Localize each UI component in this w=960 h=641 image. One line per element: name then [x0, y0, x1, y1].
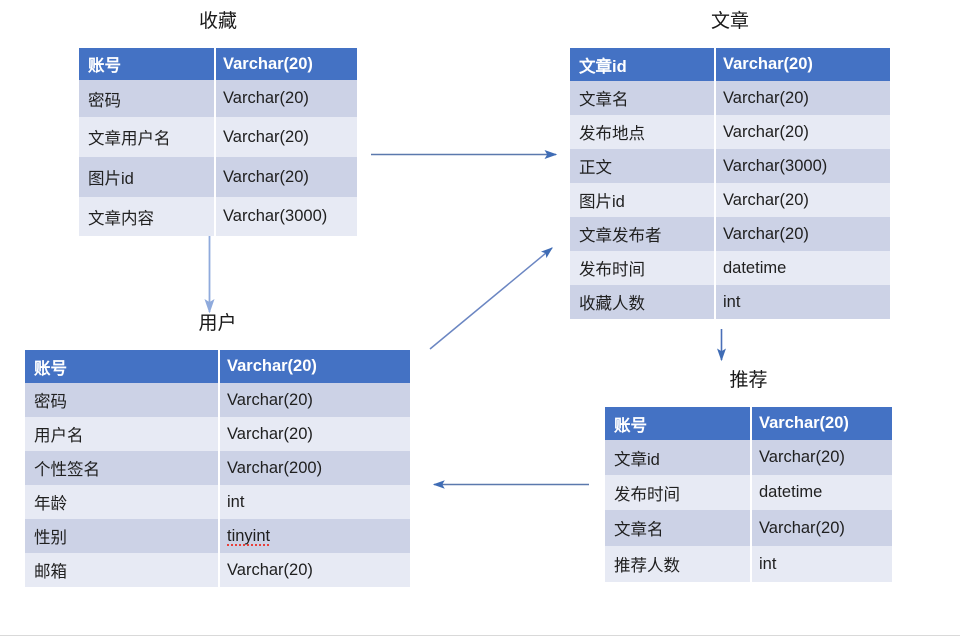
field-type: Varchar(20) [218, 417, 410, 451]
field-type: Varchar(20) [714, 217, 890, 251]
field-name: 文章发布者 [570, 217, 714, 251]
field-name: 发布地点 [570, 115, 714, 149]
table-row: 文章内容 Varchar(3000) [79, 197, 357, 236]
table-row-header: 账号 Varchar(20) [79, 48, 357, 80]
table-row-header: 文章id Varchar(20) [570, 48, 890, 81]
field-name: 发布时间 [605, 475, 750, 510]
column-name: 文章id [570, 48, 714, 81]
table-row: 用户名 Varchar(20) [25, 417, 410, 451]
field-name: 密码 [79, 80, 214, 117]
field-name: 文章名 [605, 510, 750, 546]
table-row: 文章名 Varchar(20) [570, 81, 890, 115]
table-row-header: 账号 Varchar(20) [25, 350, 410, 383]
table-row: 年龄 int [25, 485, 410, 519]
table-grid-recommend: 账号 Varchar(20) 文章id Varchar(20) 发布时间 dat… [605, 407, 892, 582]
field-name: 图片id [570, 183, 714, 217]
field-name: 发布时间 [570, 251, 714, 285]
field-name: 个性签名 [25, 451, 218, 485]
field-type: Varchar(20) [750, 440, 892, 475]
field-type: Varchar(20) [214, 157, 357, 197]
table-row: 密码 Varchar(20) [25, 383, 410, 417]
table-row: 个性签名 Varchar(200) [25, 451, 410, 485]
column-type: Varchar(20) [750, 407, 892, 440]
field-name: 正文 [570, 149, 714, 183]
field-type: Varchar(20) [714, 81, 890, 115]
table-grid-favorites: 账号 Varchar(20) 密码 Varchar(20) 文章用户名 Varc… [79, 48, 357, 236]
table-row: 邮箱 Varchar(20) [25, 553, 410, 587]
field-name: 文章名 [570, 81, 714, 115]
table-grid-article: 文章id Varchar(20) 文章名 Varchar(20) 发布地点 Va… [570, 48, 890, 319]
column-name: 账号 [605, 407, 750, 440]
table-title-favorites: 收藏 [198, 11, 237, 32]
table-row: 发布时间 datetime [605, 475, 892, 510]
field-name: 性别 [25, 519, 218, 553]
field-name: 收藏人数 [570, 285, 714, 319]
field-name: 文章用户名 [79, 117, 214, 157]
field-type: int [750, 546, 892, 582]
field-name: 年龄 [25, 485, 218, 519]
field-name: 密码 [25, 383, 218, 417]
field-name: 文章内容 [79, 197, 214, 236]
table-row: 正文 Varchar(3000) [570, 149, 890, 183]
column-type: Varchar(20) [714, 48, 890, 81]
table-row: 图片id Varchar(20) [570, 183, 890, 217]
table-row: 文章名 Varchar(20) [605, 510, 892, 546]
column-type: Varchar(20) [214, 48, 357, 80]
connector-user-to-article [429, 247, 553, 350]
table-row: 文章用户名 Varchar(20) [79, 117, 357, 157]
field-type: Varchar(20) [214, 80, 357, 117]
column-type: Varchar(20) [218, 350, 410, 383]
field-type: tinyint [218, 519, 410, 553]
field-type: int [218, 485, 410, 519]
field-name: 邮箱 [25, 553, 218, 587]
table-row: 图片id Varchar(20) [79, 157, 357, 197]
field-type: Varchar(20) [218, 553, 410, 587]
field-type-misspelled: tinyint [227, 526, 271, 546]
table-grid-user: 账号 Varchar(20) 密码 Varchar(20) 用户名 Varcha… [25, 350, 410, 587]
column-name: 账号 [79, 48, 214, 80]
field-type: Varchar(3000) [214, 197, 357, 236]
table-row: 文章id Varchar(20) [605, 440, 892, 475]
field-type: datetime [750, 475, 892, 510]
table-row-header: 账号 Varchar(20) [605, 407, 892, 440]
column-name: 账号 [25, 350, 218, 383]
field-name: 文章id [605, 440, 750, 475]
field-type: Varchar(20) [714, 183, 890, 217]
field-type: datetime [714, 251, 890, 285]
field-name: 推荐人数 [605, 546, 750, 582]
field-type: Varchar(20) [714, 115, 890, 149]
table-row: 收藏人数 int [570, 285, 890, 319]
table-title-user: 用户 [198, 313, 237, 334]
field-type: int [714, 285, 890, 319]
field-type: Varchar(3000) [714, 149, 890, 183]
table-title-recommend: 推荐 [729, 370, 768, 391]
table-row: 文章发布者 Varchar(20) [570, 217, 890, 251]
footer-divider [0, 635, 960, 636]
field-type: Varchar(20) [214, 117, 357, 157]
table-row: 密码 Varchar(20) [79, 80, 357, 117]
table-title-article: 文章 [710, 11, 749, 32]
field-type: Varchar(20) [218, 383, 410, 417]
table-row: 发布地点 Varchar(20) [570, 115, 890, 149]
field-name: 用户名 [25, 417, 218, 451]
table-row: 发布时间 datetime [570, 251, 890, 285]
field-name: 图片id [79, 157, 214, 197]
field-type: Varchar(200) [218, 451, 410, 485]
field-type: Varchar(20) [750, 510, 892, 546]
table-row: 性别 tinyint [25, 519, 410, 553]
table-row: 推荐人数 int [605, 546, 892, 582]
